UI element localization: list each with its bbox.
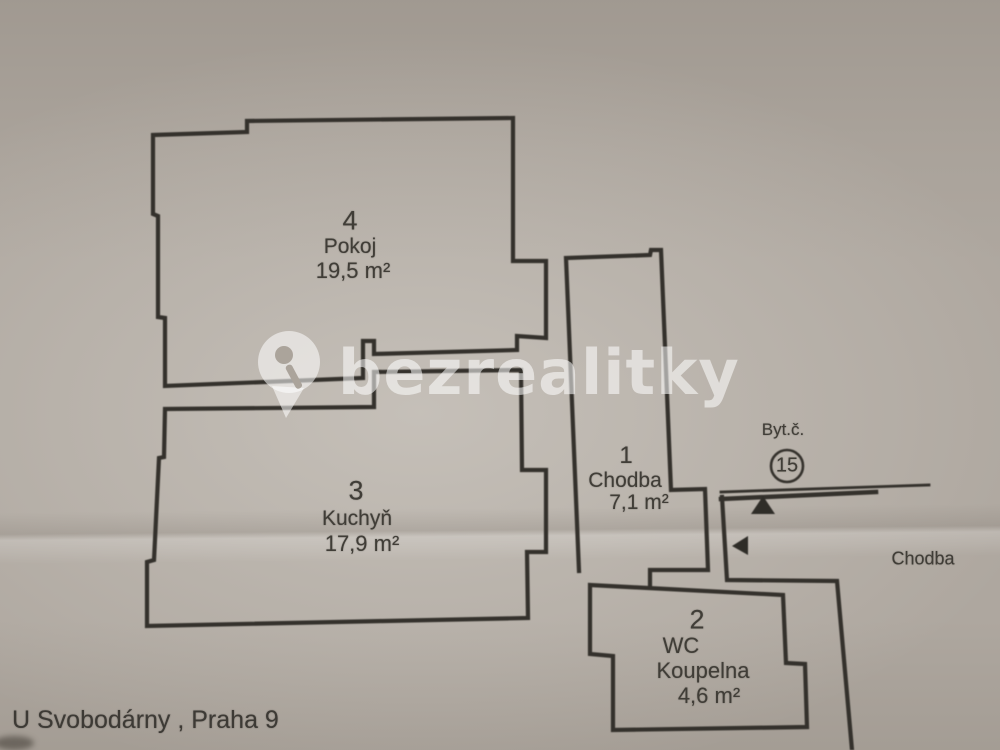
room-3-number: 3 <box>348 476 363 507</box>
room-2-number: 2 <box>689 605 704 636</box>
room-1-number: 1 <box>619 442 632 470</box>
door-arrow-up-icon <box>751 496 775 514</box>
building-corridor-wall-lower <box>718 489 879 502</box>
building-corridor-wall-upper <box>719 483 931 494</box>
unit-number-circle <box>769 448 805 484</box>
room-1-area: 7,1 m² <box>609 491 669 515</box>
room-4-area: 19,5 m² <box>316 258 391 284</box>
room-kuchyn-outline <box>144 367 549 629</box>
room-2-name: WC <box>663 633 700 659</box>
outside-corridor-label: Chodba <box>891 549 954 570</box>
room-1-name: Chodba <box>588 469 662 493</box>
room-2-area: 4,6 m² <box>678 683 740 709</box>
address-text: U Svobodárny , Praha 9 <box>12 706 279 735</box>
room-3-area: 17,9 m² <box>325 531 400 557</box>
room-4-name: Pokoj <box>324 235 377 259</box>
room-chodba-outline <box>563 247 711 588</box>
room-2-name-line2: Koupelna <box>657 658 750 684</box>
entrance-wall <box>719 494 855 750</box>
paper-smudge <box>0 736 34 750</box>
room-4-number: 4 <box>342 206 357 237</box>
room-wc-koupelna-outline <box>587 582 810 733</box>
unit-label: Byt.č. <box>762 420 805 440</box>
unit-number: 15 <box>776 455 798 478</box>
room-pokoj-outline <box>150 115 549 389</box>
door-arrow-left-icon <box>732 536 748 555</box>
room-3-name: Kuchyň <box>322 507 392 531</box>
